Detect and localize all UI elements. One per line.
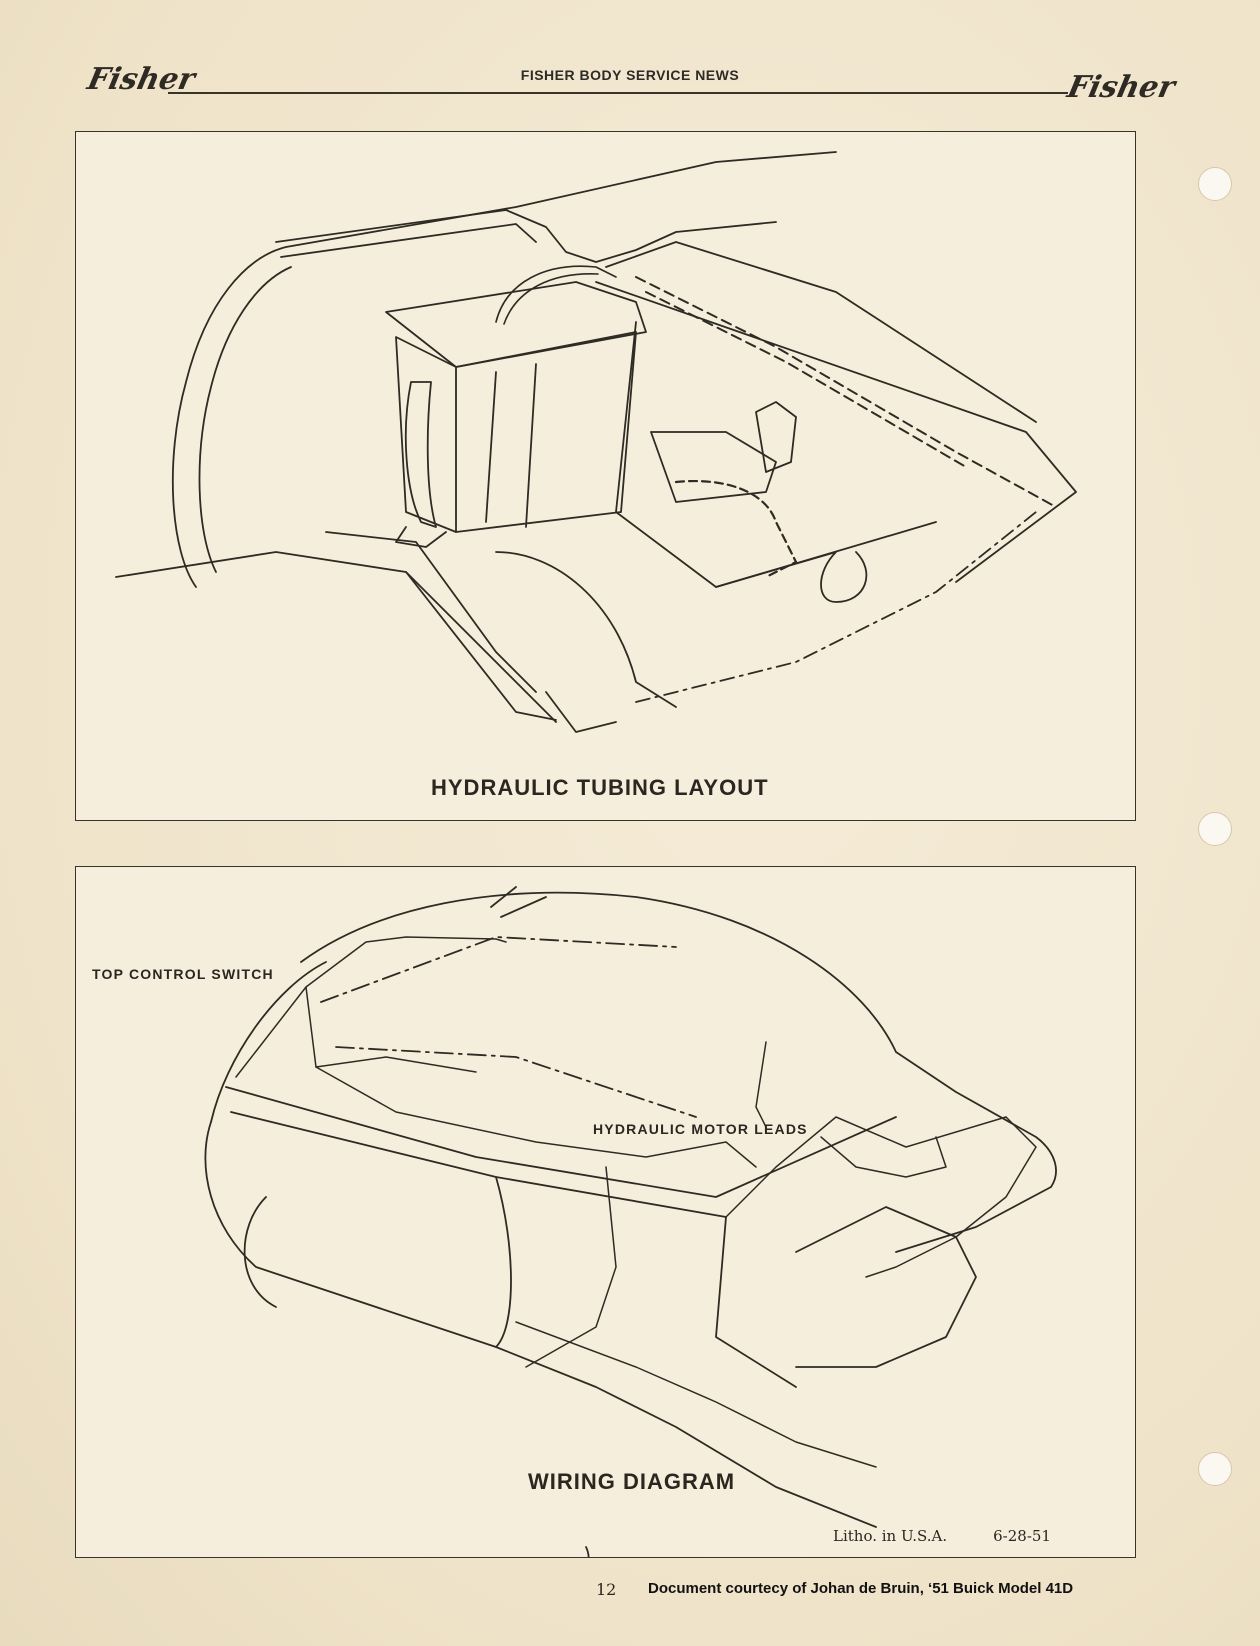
document-credit: Document courtecy of Johan de Bruin, ‘51…: [648, 1580, 1074, 1597]
label-top-control-switch: TOP CONTROL SWITCH: [92, 966, 274, 982]
litho-imprint: Litho. in U.S.A. 6-28-51: [833, 1527, 1051, 1545]
wiring-diagram-drawing: [204, 886, 1057, 1557]
figure-caption-hydraulic: HYDRAULIC TUBING LAYOUT: [431, 775, 769, 800]
figure-caption-wiring: WIRING DIAGRAM: [528, 1469, 736, 1494]
header-rule: [168, 92, 1068, 94]
header-title: FISHER BODY SERVICE NEWS: [0, 67, 1260, 83]
hydraulic-tubing-drawing: [115, 151, 1077, 733]
header-title-text: FISHER BODY SERVICE NEWS: [514, 67, 746, 83]
punch-hole-middle: [1198, 812, 1232, 846]
punch-hole-bottom: [1198, 1452, 1232, 1486]
hydraulic-tubing-figure: HYDRAULIC TUBING LAYOUT: [75, 131, 1136, 821]
wiring-diagram-figure: TOP CONTROL SWITCH HYDRAULIC MOTOR LEADS…: [75, 866, 1136, 1558]
label-hydraulic-motor-leads: HYDRAULIC MOTOR LEADS: [593, 1121, 808, 1137]
fisher-logo-right: Fisher: [1064, 70, 1179, 105]
page-number: 12: [596, 1580, 617, 1599]
print-date: 6-28-51: [993, 1527, 1051, 1545]
litho-text: Litho. in U.S.A.: [833, 1527, 948, 1545]
punch-hole-top: [1198, 167, 1232, 201]
